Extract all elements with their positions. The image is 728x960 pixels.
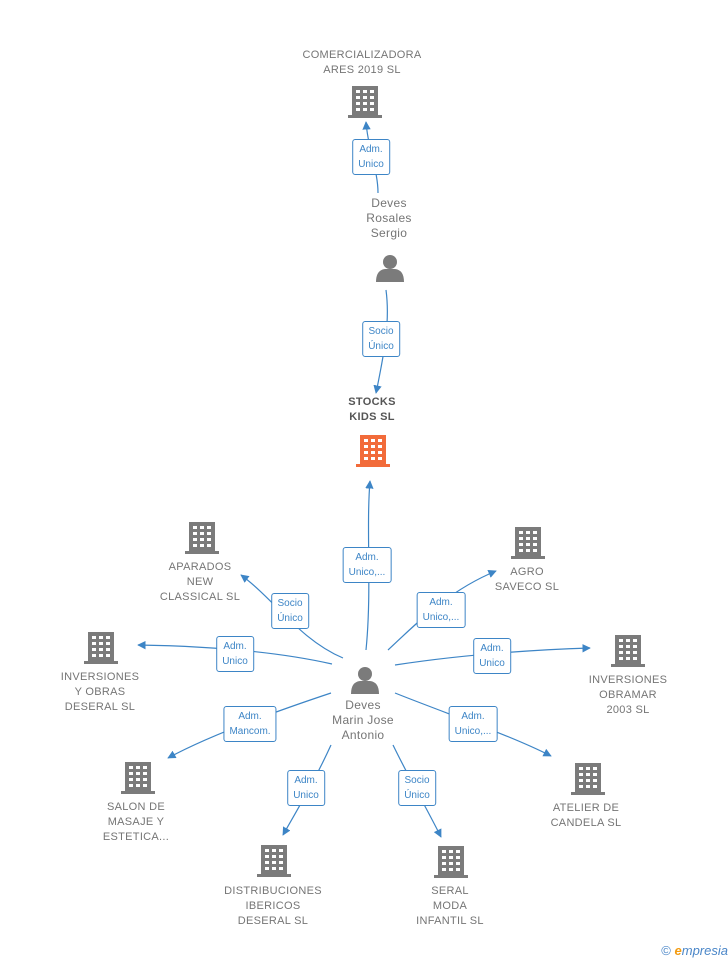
edge-label-marin-inv-deseral: Adm. Unico [216, 636, 254, 672]
building-icon-salon[interactable] [121, 762, 155, 794]
person-icon-deves-marin[interactable] [351, 667, 379, 694]
building-icon-seral[interactable] [434, 846, 468, 878]
node-label-stocks-kids[interactable]: STOCKS KIDS SL [348, 396, 396, 423]
brand-logo-e: e [674, 943, 682, 958]
brand-logo-text: mpresia [681, 943, 728, 958]
edge-label-marin-aparados: Socio Único [271, 593, 309, 629]
building-icon-inversiones-obramar[interactable] [611, 635, 645, 667]
node-label-seral[interactable]: SERAL MODA INFANTIL SL [416, 885, 484, 927]
node-label-agro-saveco[interactable]: AGRO SAVECO SL [494, 566, 560, 593]
building-icon-inversiones-deseral[interactable] [84, 632, 118, 664]
node-label-atelier[interactable]: ATELIER DE CANDELA SL [550, 802, 622, 829]
building-icon-distribuciones[interactable] [257, 845, 291, 877]
node-label-distribuciones[interactable]: DISTRIBUCIONES IBERICOS DESERAL SL [224, 885, 322, 927]
edge-label-rosales-stocks: Socio Único [362, 321, 400, 357]
node-label-deves-marin[interactable]: Deves Marin Jose Antonio [332, 698, 394, 742]
building-icon-atelier[interactable] [571, 763, 605, 795]
edge-label-marin-atelier: Adm. Unico,... [448, 706, 498, 742]
copyright-icon: © [661, 943, 671, 958]
edge-label-marin-obramar: Adm. Unico [473, 638, 511, 674]
edge-label-marin-distribuciones: Adm. Unico [287, 770, 325, 806]
edge-label-rosales-comercializadora: Adm. Unico [352, 139, 390, 175]
building-icon-comercializadora[interactable] [348, 86, 382, 118]
building-icon-stocks-kids[interactable] [356, 435, 390, 467]
node-label-inversiones-obramar[interactable]: INVERSIONES OBRAMAR 2003 SL [588, 674, 668, 716]
edge-label-marin-seral: Socio Único [398, 770, 436, 806]
empresia-brand[interactable]: © empresia [661, 943, 728, 958]
building-icon-agro-saveco[interactable] [511, 527, 545, 559]
person-icon-deves-rosales[interactable] [376, 255, 404, 282]
node-label-comercializadora[interactable]: COMERCIALIZADORA ARES 2019 SL [302, 49, 422, 76]
edge-label-marin-stocks: Adm. Unico,... [342, 547, 392, 583]
node-label-deves-rosales[interactable]: Deves Rosales Sergio [366, 196, 412, 240]
edge-label-marin-salon: Adm. Mancom. [223, 706, 277, 742]
node-label-inversiones-deseral[interactable]: INVERSIONES Y OBRAS DESERAL SL [60, 671, 140, 713]
node-label-salon[interactable]: SALON DE MASAJE Y ESTETICA... [102, 801, 170, 843]
node-label-aparados[interactable]: APARADOS NEW CLASSICAL SL [159, 561, 241, 603]
building-icon-aparados[interactable] [185, 522, 219, 554]
edge-label-marin-agro: Adm. Unico,... [416, 592, 466, 628]
